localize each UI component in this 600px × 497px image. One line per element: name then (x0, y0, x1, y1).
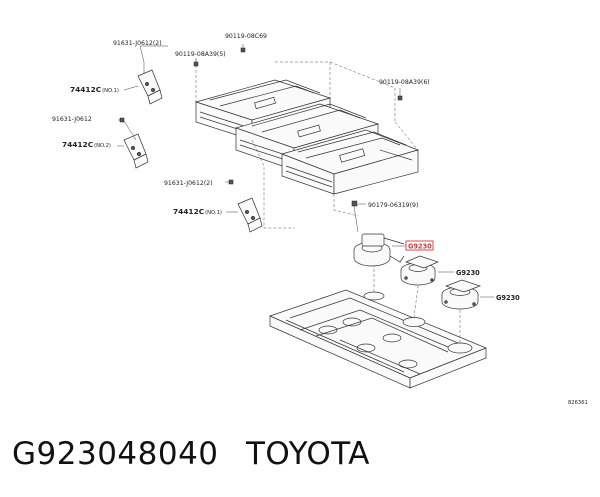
blower-fan-g9230-top (353, 233, 405, 267)
diagram-ref-code: 826361 (568, 400, 588, 406)
bracket-74412c-no1-upper (137, 62, 163, 105)
label-90119-08c69: 90119-08C69 (225, 33, 267, 40)
label-g9230-middle: G9230 (456, 269, 480, 277)
blower-fan-g9230-bottom (441, 279, 482, 310)
bracket-74412c-no1-lower (237, 197, 263, 233)
label-74412c-no2: 74412C(NO.2) (62, 140, 111, 149)
footer: G923048040 TOYOTA (0, 428, 600, 488)
blower-fan-g9230-middle (400, 255, 439, 286)
label-74412c-no1-lower: 74412C(NO.1) (173, 207, 222, 216)
part-number: G923048040 (12, 436, 219, 472)
label-90119-08a39-6: 90119-08A39(6) (379, 79, 430, 86)
label-91631-j0612-c: 91631-J0612(2) (164, 180, 213, 187)
label-90179-06319: 90179-06319(9) (368, 202, 418, 209)
bracket-74412c-no2 (123, 133, 149, 169)
label-74412c-no1-upper: 74412C(NO.1) (70, 85, 119, 94)
parts-diagram: 91631-J0612(2) 90119-08C69 90119-08A39(5… (52, 33, 588, 406)
label-91631-j0612-b: 91631-J0612 (52, 116, 92, 123)
label-g9230-bottom: G9230 (496, 294, 520, 302)
label-90119-08a39-5: 90119-08A39(5) (175, 51, 226, 58)
highlight-box (405, 240, 434, 251)
brand-name: TOYOTA (246, 436, 371, 472)
battery-module-3 (280, 129, 420, 195)
label-g9230-highlighted[interactable]: G9230 (408, 243, 432, 251)
floor-tray (269, 289, 487, 389)
label-91631-j0612-a: 91631-J0612(2) (113, 40, 162, 47)
